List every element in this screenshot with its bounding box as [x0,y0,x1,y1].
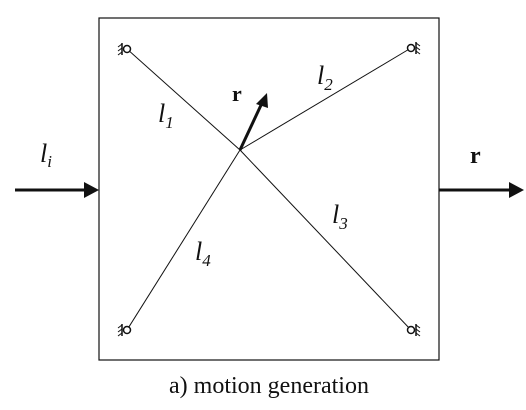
output-arrowhead [509,182,524,198]
inner-vector-label: r [232,81,242,106]
link-label-l2: l2 [317,61,333,94]
link-label-l4: l4 [195,237,211,270]
ground-pivot-icon [117,43,132,56]
link-label-l3: l3 [332,200,348,233]
inner-r-vector [238,102,264,151]
link-l2 [239,47,412,151]
ground-pivot-icon [406,42,421,55]
input-arrowhead [84,182,99,198]
output-label: r [470,143,481,169]
ground-pivot-icon [117,324,132,337]
inner-r-arrowhead [256,93,268,108]
link-label-l1: l1 [158,99,174,132]
ground-pivot-icon [406,324,421,337]
diagram-caption: a) motion generation [169,373,369,399]
link-l4 [126,149,241,331]
link-l1 [126,48,241,151]
link-l3 [239,149,412,331]
input-label: li [40,139,52,171]
